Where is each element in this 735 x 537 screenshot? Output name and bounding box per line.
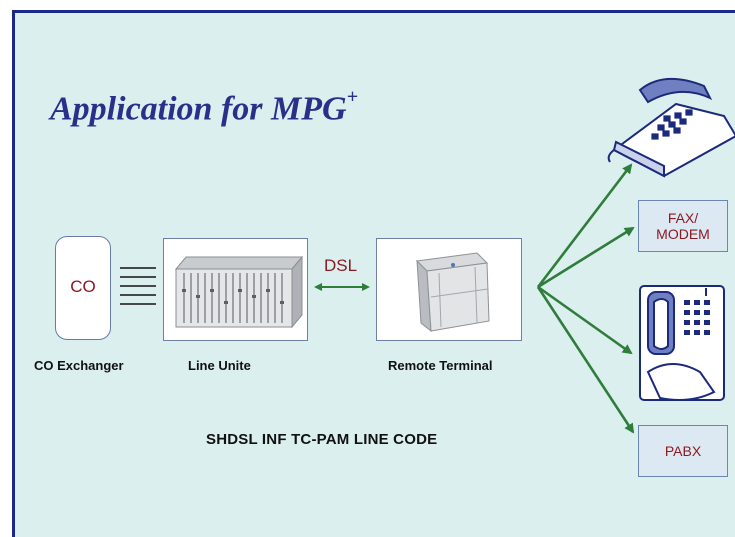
co-exchanger-caption: CO Exchanger <box>34 358 124 373</box>
line-unit-caption: Line Unite <box>188 358 251 373</box>
title-text: Application for MPG <box>50 90 347 128</box>
remote-terminal-box <box>376 238 522 341</box>
arrow-to-pabx <box>536 286 635 434</box>
co-to-line-unit-lines <box>120 267 156 305</box>
payphone-icon <box>639 285 725 401</box>
dsl-link-label: DSL <box>324 256 358 275</box>
pabx-box: PABX <box>638 425 728 477</box>
line-unit-box <box>163 238 308 341</box>
telephone-icon <box>607 77 735 178</box>
title-superscript: + <box>346 86 358 108</box>
diagram-panel <box>12 10 735 537</box>
pabx-label: PABX <box>664 443 702 459</box>
arrow-to-fax-modem <box>537 226 635 289</box>
line-unit-rack-icon <box>174 255 304 329</box>
remote-terminal-caption: Remote Terminal <box>388 358 493 373</box>
line-code-caption: SHDSL INF TC-PAM LINE CODE <box>206 431 438 448</box>
page-title: Application for MPG+ <box>50 86 358 128</box>
arrow-to-telephone <box>536 163 633 288</box>
fax-modem-box: FAX/ MODEM <box>638 200 728 252</box>
co-label: CO <box>70 277 96 296</box>
arrow-to-payphone <box>537 285 633 355</box>
fax-modem-label: FAX/ MODEM <box>656 210 710 242</box>
remote-terminal-cabinet-icon <box>415 252 490 333</box>
co-exchanger-box: CO <box>55 236 111 340</box>
